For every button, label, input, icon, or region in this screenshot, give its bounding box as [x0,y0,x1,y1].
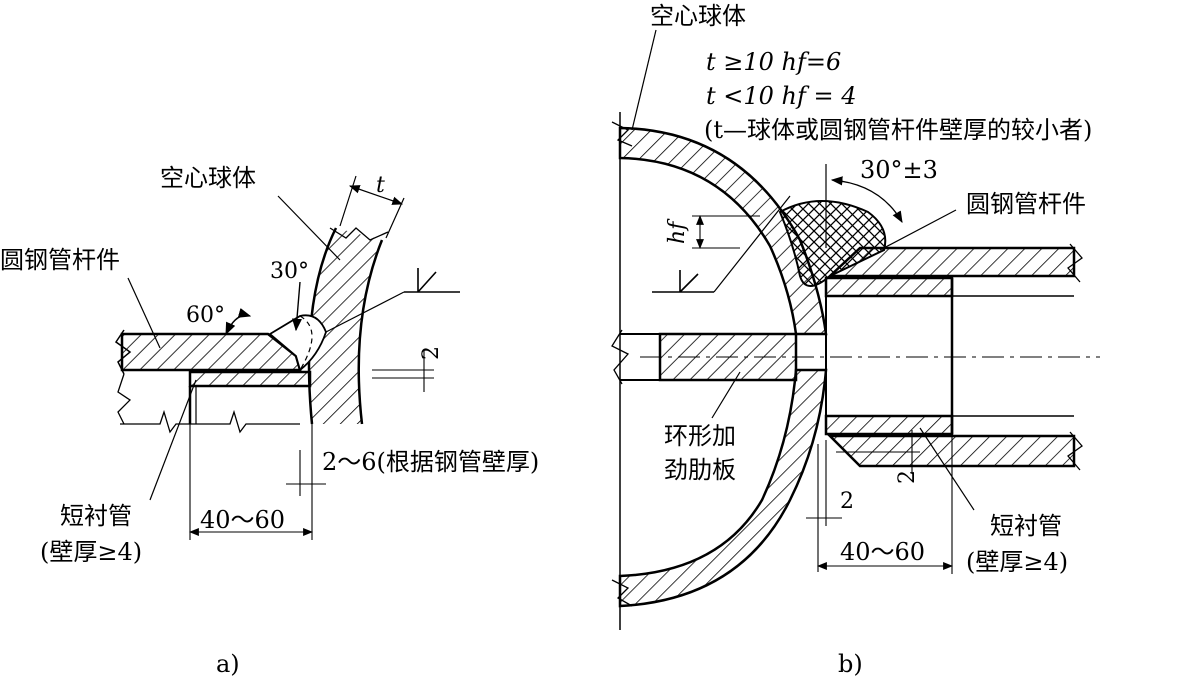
label-liner-wall-b: (壁厚≥4) [966,548,1068,576]
label-hollow-sphere-b: 空心球体 [650,2,746,30]
liner-tube-a [188,370,312,388]
tube-break-right-b [1067,243,1083,283]
angle-leader-30 [291,281,302,332]
label-angle-30-a: 30° [270,259,309,284]
t-dim-ext-1 [339,175,357,227]
bottom-break-a [120,409,300,434]
angle-arc-60 [225,308,252,336]
sphere-break-top-b [611,121,633,147]
label-gap-2-6: 2～6(根据钢管壁厚) [322,448,539,476]
label-short-liner-b: 短衬管 [990,512,1062,540]
sphere-break-a [329,227,389,241]
tube-leader-a [127,277,161,349]
weld-symbol-flag-a [417,268,437,293]
label-length-40-60-b: 40～60 [840,538,925,566]
label-gap-2-horizontal-b: 2 [840,489,854,514]
figure-a: 空心球体 圆钢管杆件 60° 30° t 2 2～6(根据钢管壁厚) 40～60… [0,164,539,678]
sphere-break-bottom-b [611,579,633,607]
label-round-steel-tube-a: 圆钢管杆件 [0,246,120,274]
weld-symbol-flag-b [679,270,699,293]
sphere-wall-a [309,228,382,424]
label-hollow-sphere-a: 空心球体 [160,164,256,192]
caption-a: a) [216,650,240,678]
weld-dash-a [299,315,313,371]
stiffener-break-b [611,329,630,385]
sphere-shell-lower-b [618,368,828,608]
figure-b: 空心球体 t ≥10 hf=6 t <10 hf = 4 (t—球体或圆钢管杆件… [611,2,1100,678]
weld-symbol-leader-b [713,195,791,293]
weld-a [268,314,327,372]
label-round-steel-tube-b: 圆钢管杆件 [966,190,1086,218]
liner-lower-b [824,414,954,436]
label-length-40-60-a: 40～60 [200,506,285,534]
tube-leader-b [879,209,957,251]
label-angle-30-pm-3: 30°±3 [860,156,938,184]
tube-wall-a [120,332,302,372]
tube-break-right-b2 [1067,431,1083,471]
caption-b: b) [838,650,863,678]
sphere-leader-a [277,195,341,261]
left-break-a [117,373,132,425]
label-weld-size-hf: hf [665,218,690,244]
label-ring-stiffener-2: 劲肋板 [664,456,736,484]
tube-break-a [114,329,132,375]
label-weld-rule-2: t <10 hf = 4 [706,82,857,110]
sphere-outer-a [307,227,338,425]
label-gap-2-a: 2 [419,346,444,360]
label-angle-60: 60° [186,303,225,328]
t-dim-line [348,185,404,205]
label-short-liner-a: 短衬管 [60,502,132,530]
sphere-leader-b [631,29,657,131]
liner-upper-b [824,276,954,298]
label-gap-2-vertical-b: 2 [895,470,920,484]
label-liner-wall-a: (壁厚≥4) [40,538,142,566]
label-ring-stiffener-1: 环形加 [664,422,736,450]
label-weld-rule-1: t ≥10 hf=6 [706,48,841,76]
label-weld-note: (t—球体或圆钢管杆件壁厚的较小者) [704,116,1092,144]
sphere-inner-a [357,239,384,425]
label-thickness-t: t [376,173,385,198]
stiffener-leader-b [711,371,741,419]
weld-symbol-leader-a [325,291,405,333]
liner-leader-a [149,379,197,501]
liner-leader-b [919,427,975,511]
angle-arc-30-b [830,176,903,224]
